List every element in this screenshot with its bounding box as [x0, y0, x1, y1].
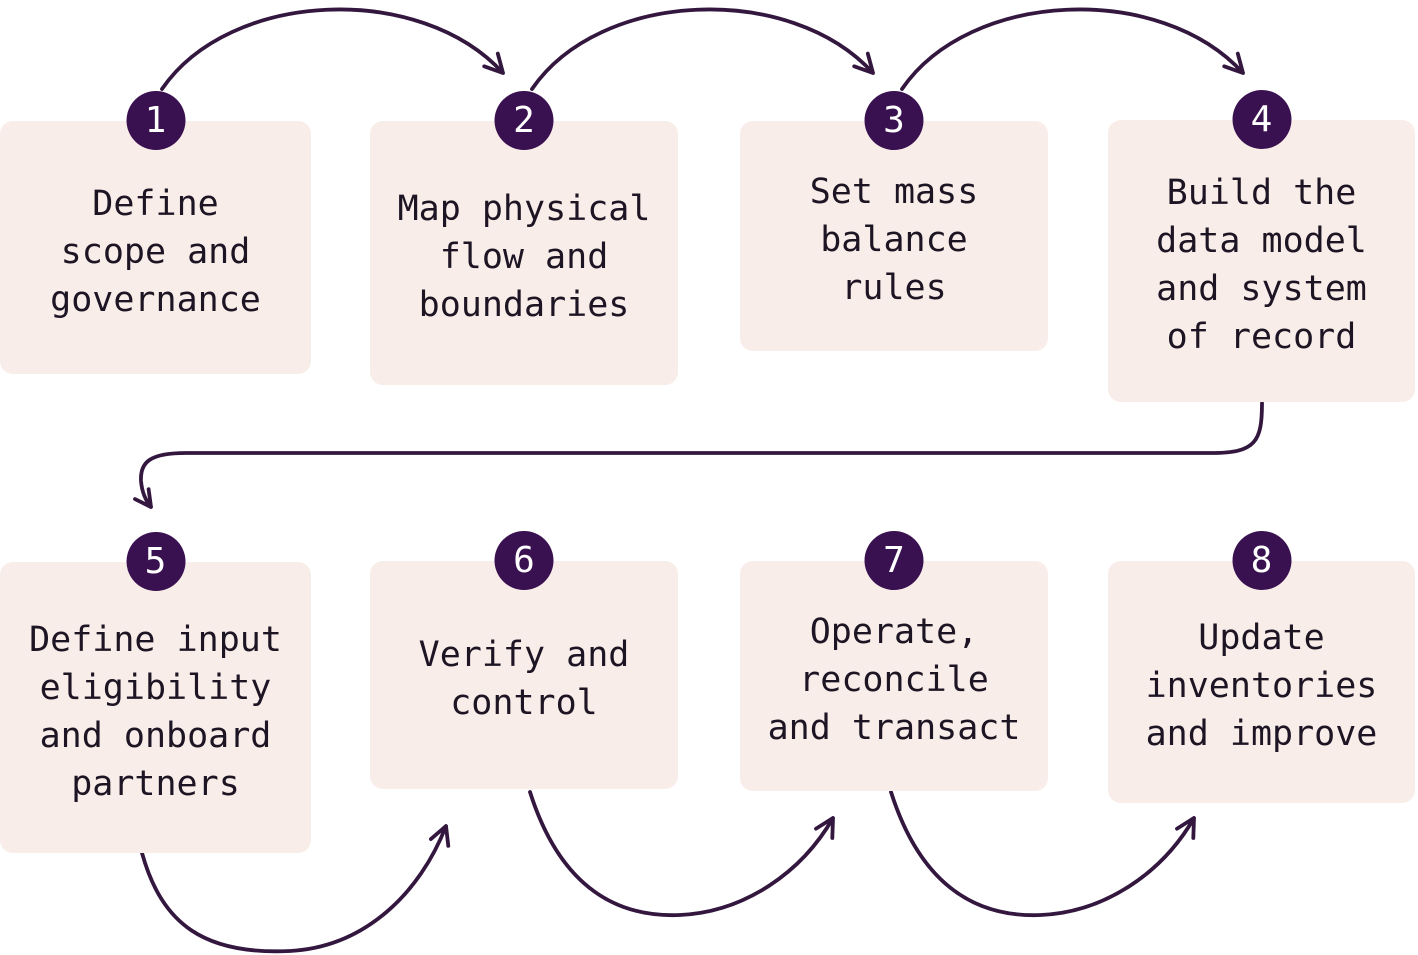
step-number: 8	[1250, 540, 1273, 581]
step-number: 5	[144, 541, 167, 582]
step-box-8: 8 Update inventories and improve	[1108, 531, 1415, 803]
step-number-badge: 3	[864, 91, 924, 150]
arrow-step5-to-step6	[140, 824, 451, 954]
arrow-step1-to-step2	[160, 7, 505, 91]
step-label: Build the data model and system of recor…	[1156, 173, 1367, 357]
step-number: 7	[883, 540, 905, 581]
arrow-step6-to-step7	[528, 790, 835, 917]
step-number-badge: 6	[494, 531, 554, 590]
step-label: Verify and control	[418, 635, 630, 723]
arrow-step7-to-step8	[889, 790, 1196, 917]
step-number: 1	[144, 100, 167, 141]
step-box-3: 3 Set mass balance rules	[740, 91, 1048, 351]
step-number: 4	[1250, 99, 1273, 140]
step-box-1: 1 Define scope and governance	[0, 91, 311, 374]
step-box-6: 6 Verify and control	[370, 531, 678, 789]
step-number: 3	[883, 100, 905, 141]
step-number-badge: 4	[1232, 90, 1291, 149]
arrow-step4-to-step5	[133, 401, 1264, 509]
step-box-4: 4 Build the data model and system of rec…	[1108, 90, 1415, 402]
step-number: 2	[513, 100, 535, 141]
step-label: Set mass balance rules	[809, 172, 979, 308]
step-number-badge: 7	[864, 531, 924, 590]
step-box-5: 5 Define input eligibility and onboard p…	[0, 532, 311, 853]
step-box-7: 7 Operate, reconcile and transact	[740, 531, 1048, 791]
step-box-2: 2 Map physical flow and boundaries	[370, 91, 678, 385]
step-number-badge: 8	[1232, 531, 1291, 590]
step-label: Define scope and governance	[50, 183, 261, 320]
step-label: Operate, reconcile and transact	[767, 612, 1021, 748]
step-number: 6	[513, 540, 535, 581]
step-number-badge: 5	[126, 532, 185, 591]
step-number-badge: 1	[126, 91, 185, 150]
arrow-step2-to-step3	[530, 7, 875, 91]
step-label: Update inventories and improve	[1145, 618, 1378, 754]
step-label: Define input eligibility and onboard par…	[29, 619, 282, 804]
step-label: Map physical flow and boundaries	[397, 189, 651, 325]
step-number-badge: 2	[494, 91, 554, 150]
arrow-step3-to-step4	[900, 7, 1245, 91]
